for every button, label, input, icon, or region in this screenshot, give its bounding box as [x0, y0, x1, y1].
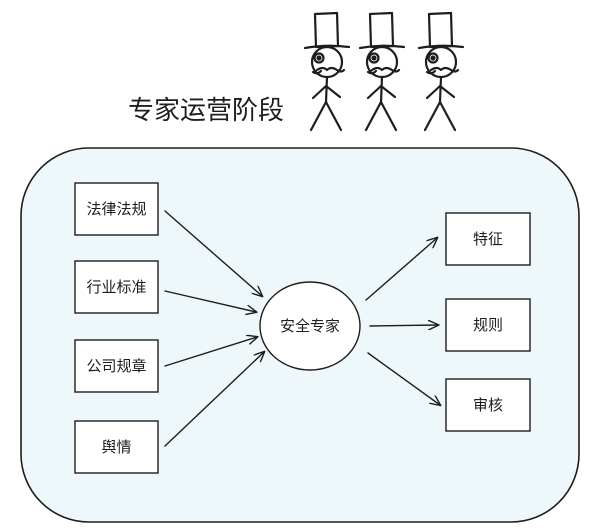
- output-node-label: 特征: [473, 230, 503, 248]
- input-node-label: 舆情: [101, 438, 131, 456]
- input-arrow: [164, 352, 264, 447]
- output-node[interactable]: 审核: [445, 378, 531, 432]
- output-node-label: 规则: [473, 316, 503, 334]
- output-node[interactable]: 规则: [445, 298, 531, 352]
- stage-title: 专家运营阶段: [128, 96, 284, 126]
- input-node[interactable]: 法律法规: [74, 182, 159, 236]
- input-arrow: [164, 290, 256, 312]
- input-arrow: [164, 210, 262, 296]
- input-node[interactable]: 行业标准: [74, 260, 159, 314]
- input-node[interactable]: 舆情: [74, 420, 159, 474]
- input-node-label: 法律法规: [86, 200, 146, 218]
- input-node[interactable]: 公司规章: [74, 339, 159, 393]
- input-node-label: 行业标准: [86, 278, 146, 296]
- output-arrow: [365, 238, 437, 301]
- output-node[interactable]: 特征: [445, 212, 531, 266]
- output-arrow: [369, 325, 438, 326]
- input-node-label: 公司规章: [86, 357, 146, 375]
- stick-figure-top-hat-icon: [417, 11, 465, 132]
- center-node[interactable]: 安全专家: [259, 281, 361, 371]
- center-node-label: 安全专家: [280, 317, 340, 335]
- input-arrow: [164, 337, 257, 367]
- stick-figure-top-hat-icon: [358, 11, 406, 132]
- output-arrow: [367, 352, 440, 405]
- output-node-label: 审核: [473, 396, 503, 414]
- stick-figure-top-hat-icon: [303, 11, 351, 132]
